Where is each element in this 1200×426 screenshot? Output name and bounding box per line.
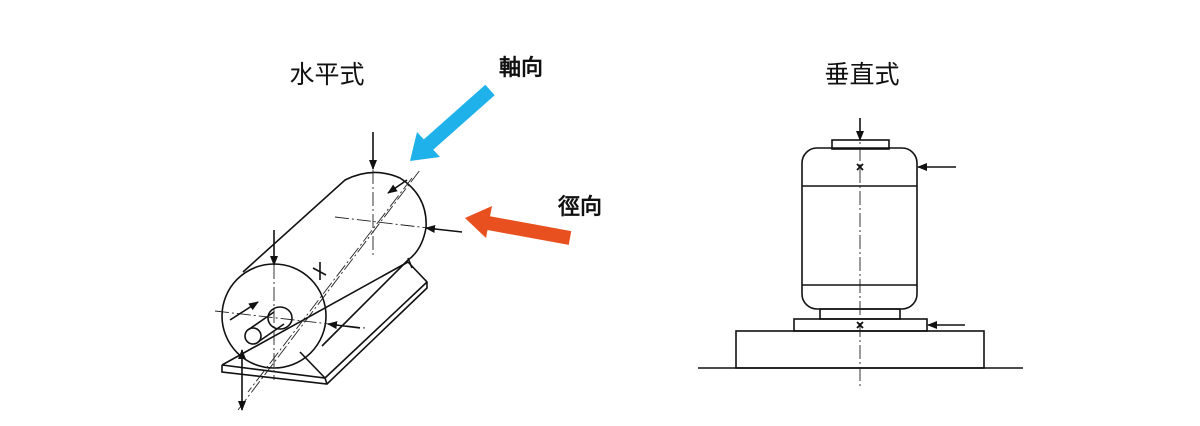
motor-body	[242, 171, 427, 347]
measure-arrow	[229, 301, 259, 321]
radial-arrow-icon	[465, 206, 572, 245]
vertical-type-label: 垂直式	[824, 60, 900, 89]
measure-point-icon	[856, 163, 864, 171]
shaft	[247, 311, 285, 343]
shaft-collar	[267, 306, 293, 330]
horizontal-motor	[214, 132, 463, 411]
measure-point-icon	[856, 321, 864, 329]
axial-label: 軸向	[498, 56, 544, 81]
center-cross	[312, 262, 327, 280]
axial-arrow-icon	[410, 84, 495, 161]
radial-label: 徑向	[557, 195, 603, 220]
vertical-motor	[698, 118, 1023, 388]
horizontal-type-label: 水平式	[289, 60, 365, 89]
axis-centerline	[237, 169, 421, 411]
base-plate	[221, 261, 428, 385]
shaft-end	[244, 327, 262, 345]
measure-arrow	[425, 225, 463, 233]
measure-arrow	[387, 179, 408, 194]
measure-arrow	[327, 321, 361, 330]
axis-centerline-2	[247, 177, 413, 393]
